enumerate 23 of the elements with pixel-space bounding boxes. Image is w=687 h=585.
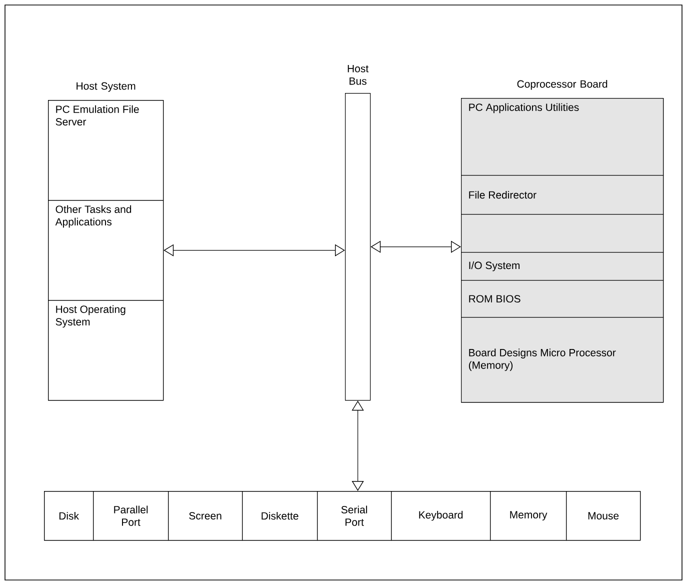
- layer-box: [461, 214, 664, 253]
- layer-box: PC Emulation File Server: [48, 100, 164, 201]
- node-label: Host System: [76, 82, 136, 92]
- arrow: [352, 400, 364, 491]
- layer-box: Host Operating System: [48, 300, 164, 401]
- node-label: Coprocessor Board: [517, 80, 608, 90]
- device-cell: Serial Port: [317, 491, 392, 541]
- layer-box: File Redirector: [461, 175, 664, 215]
- device-cell: Keyboard: [391, 491, 491, 541]
- bus-bar: Host Bus: [345, 64, 371, 401]
- device-cell: Mouse: [566, 491, 641, 541]
- device-cell: Memory: [490, 491, 567, 541]
- device-cell: Screen: [168, 491, 243, 541]
- device-cell: Diskette: [242, 491, 318, 541]
- node-label: Host Bus: [348, 64, 369, 85]
- arrow: [164, 244, 345, 256]
- layer-box: I/O System: [461, 252, 664, 281]
- layer-box: PC Applications Utilities: [461, 98, 664, 176]
- device-cell: Disk: [44, 491, 94, 541]
- layer-box: Other Tasks and Applications: [48, 200, 164, 301]
- layer-box: ROM BIOS: [461, 280, 664, 318]
- device-cell: Parallel Port: [93, 491, 169, 541]
- arrow: [370, 240, 461, 253]
